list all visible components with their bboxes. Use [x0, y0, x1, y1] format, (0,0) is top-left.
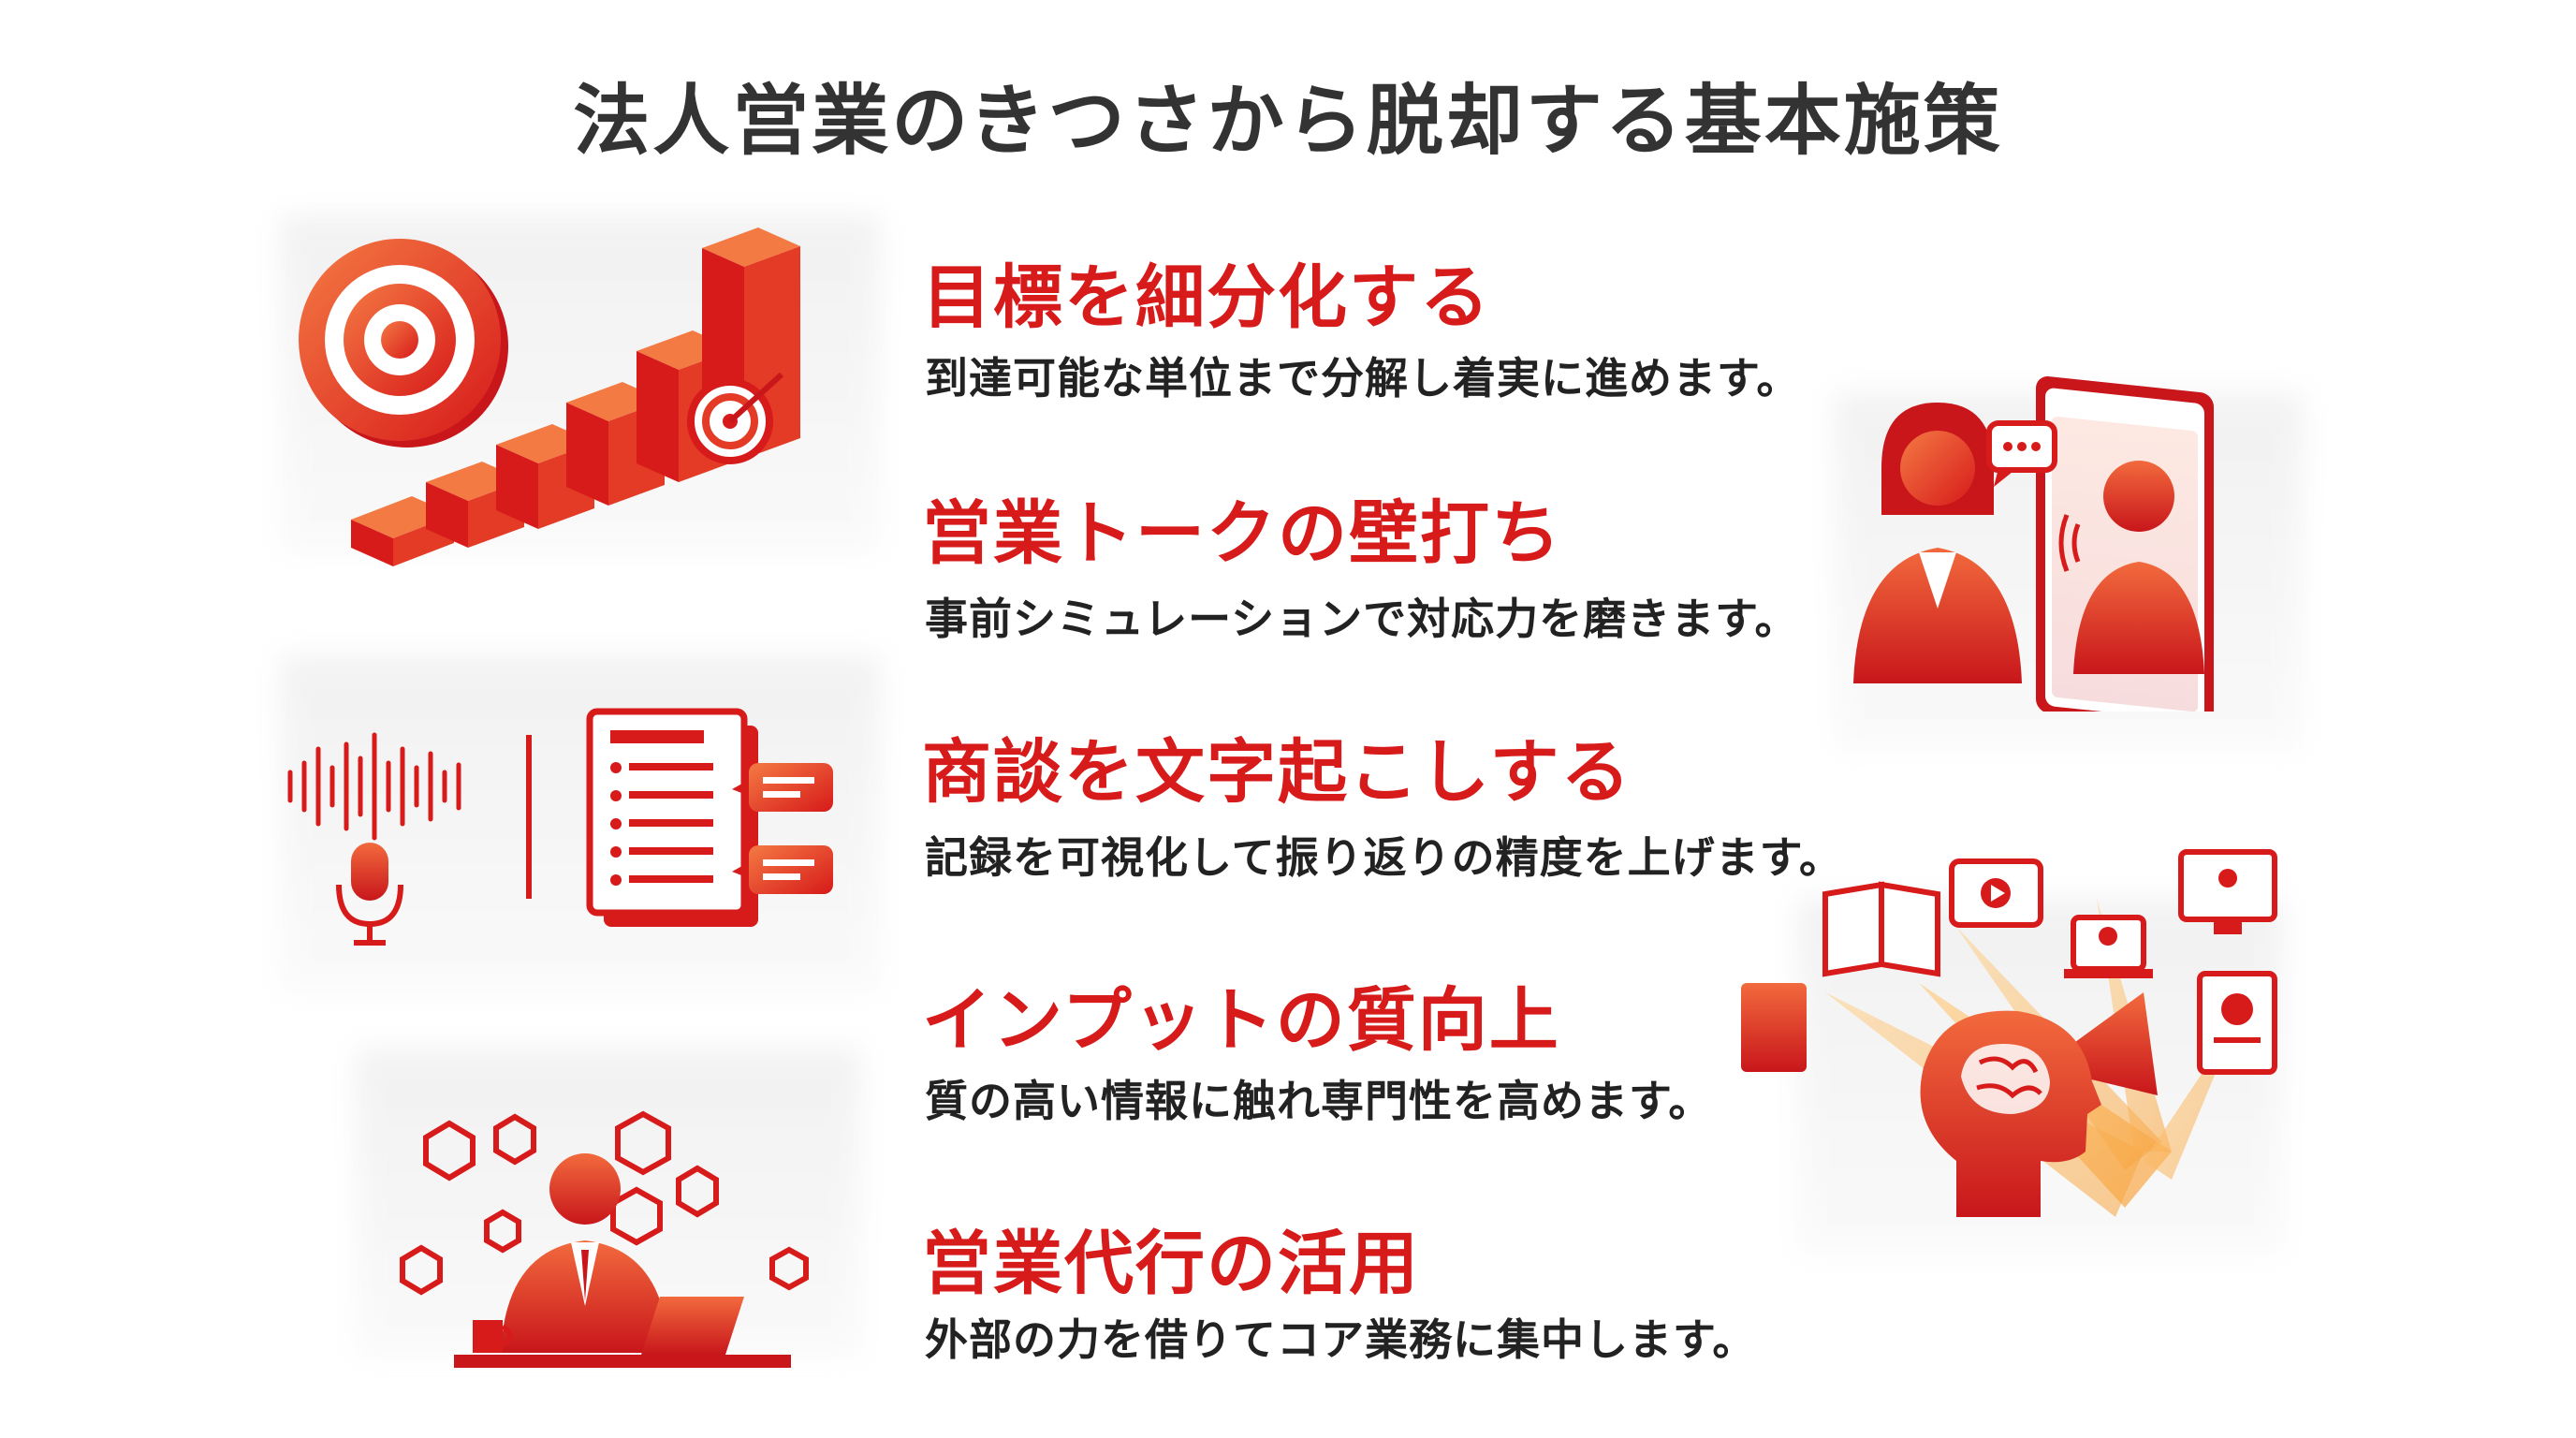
- monitor-icon: [2178, 849, 2277, 934]
- chat-bubble-icon: [732, 763, 833, 894]
- report-document-icon: [2197, 971, 2277, 1075]
- item-title-2: 営業トークの壁打ち: [922, 493, 1562, 574]
- hexagon-pattern-icon: [400, 1110, 809, 1296]
- item-title-4: インプットの質向上: [922, 980, 1560, 1061]
- woman-avatar-icon: [1853, 403, 2022, 683]
- item-title-1: 目標を細分化する: [922, 257, 1491, 338]
- item-desc-4: 質の高い情報に触れ専門性を高めます。: [925, 1076, 1713, 1126]
- video-call-roleplay-icon: [1853, 375, 2214, 712]
- item-title-5: 営業代行の活用: [922, 1224, 1420, 1304]
- outsourced-worker-icon: [400, 1110, 809, 1368]
- item-desc-5: 外部の力を借りてコア業務に集中します。: [925, 1314, 1757, 1365]
- speech-bubble-icon: [1986, 420, 2057, 487]
- tablet-icon: [2036, 375, 2214, 712]
- item-desc-1: 到達可能な単位まで分解し着実に進めます。: [925, 353, 1801, 404]
- book-icon: [1741, 881, 1940, 1072]
- businessman-icon: [501, 1153, 669, 1353]
- page-title: 法人営業のきつさから脱却する基本施策: [573, 77, 2003, 166]
- laptop-icon: [641, 1297, 744, 1355]
- video-player-icon: [1949, 858, 2043, 928]
- laptop-call-icon: [2064, 915, 2153, 978]
- bullseye-icon: [299, 239, 508, 448]
- item-title-3: 商談を文字起こしする: [922, 732, 1632, 813]
- background-office-left-2: [281, 655, 880, 992]
- item-desc-3: 記録を可視化して振り返りの精度を上げます。: [925, 832, 1844, 883]
- item-desc-2: 事前シミュレーションで対応力を磨きます。: [925, 594, 1799, 644]
- microphone-icon: [336, 843, 403, 946]
- soundwave-icon: [287, 732, 461, 841]
- coffee-cup-icon: [473, 1320, 513, 1353]
- brain-learning-icon: [1741, 849, 2277, 1217]
- transcription-document-icon: [287, 708, 833, 946]
- head-brain-icon: [1920, 1010, 2101, 1217]
- target-bar-chart-icon: [299, 227, 800, 566]
- document-icon: [586, 708, 758, 927]
